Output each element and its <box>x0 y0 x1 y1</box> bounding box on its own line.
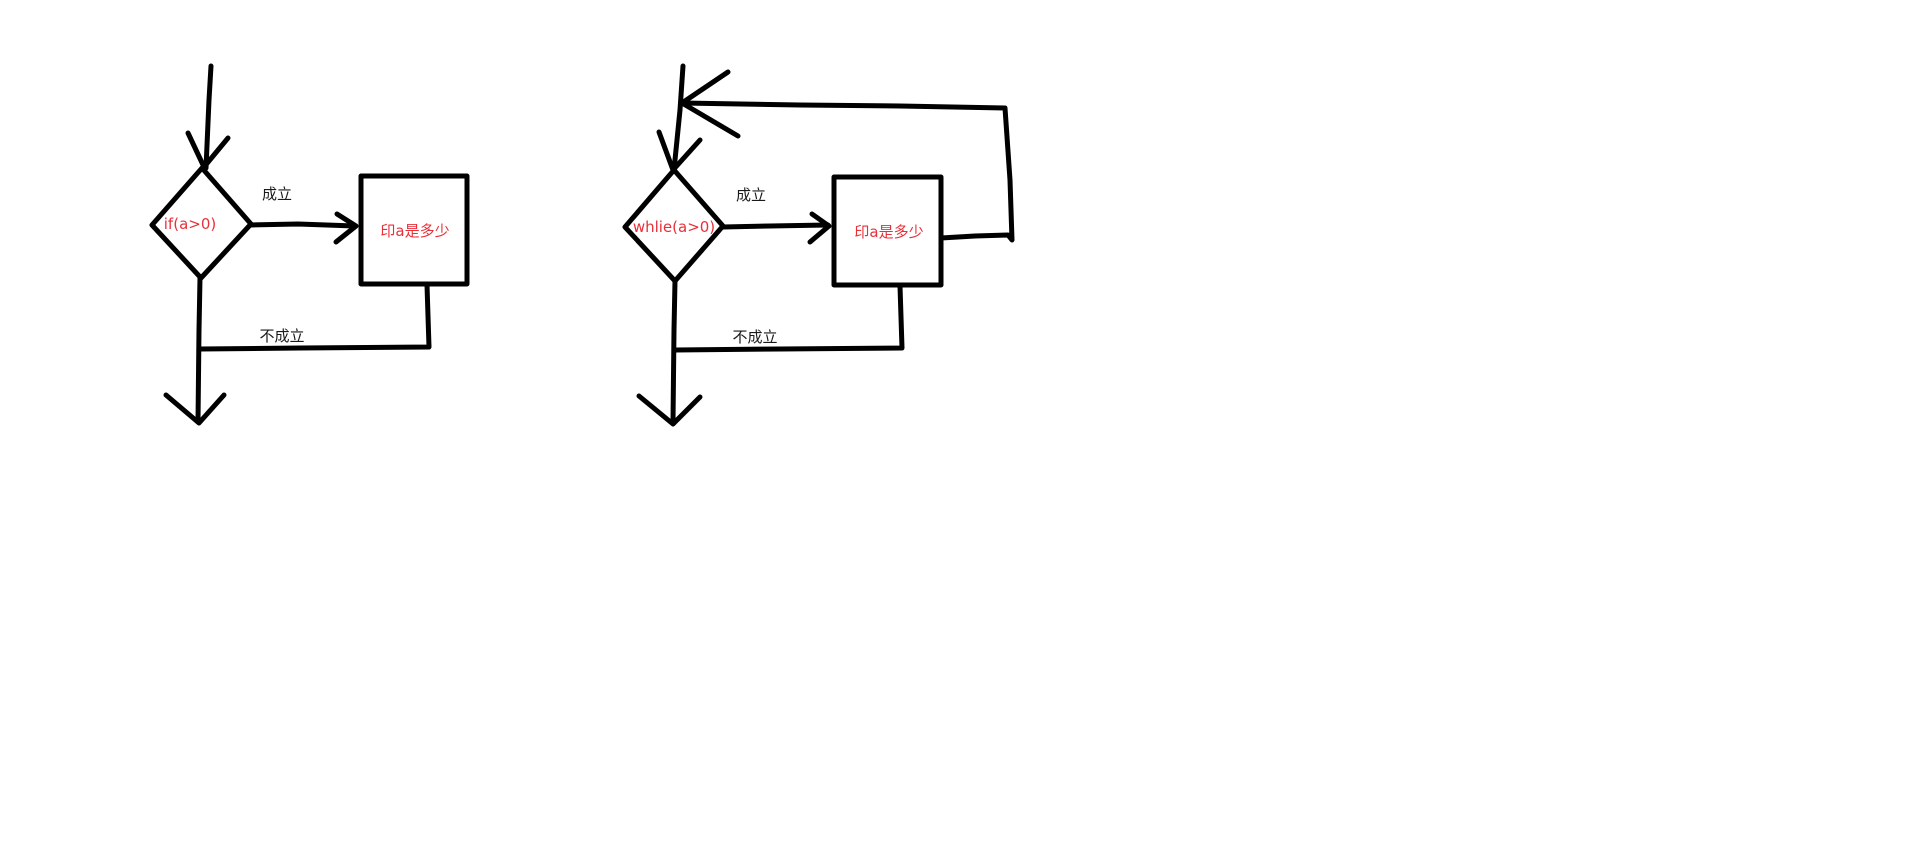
if-false-line <box>195 275 203 425</box>
if-return-line <box>197 282 432 352</box>
while-return-line <box>672 283 905 353</box>
if-true-arrowhead <box>333 211 359 245</box>
if-true-line <box>248 221 358 229</box>
if-true-label: 成立 <box>262 185 292 203</box>
while-true-arrowhead <box>807 211 832 245</box>
while-loop-line <box>679 100 1015 243</box>
if-exit-arrowhead <box>163 392 227 426</box>
if-entry-line <box>203 63 214 171</box>
if-flowchart: if(a>0) 成立 印a是多少 不成立 <box>149 63 470 426</box>
while-entry-line <box>671 63 686 173</box>
while-loop-arrowhead <box>679 69 741 139</box>
while-true-label: 成立 <box>736 186 766 204</box>
while-exit-arrowhead <box>636 393 703 427</box>
while-action-text: 印a是多少 <box>854 223 923 241</box>
if-action-box <box>358 173 470 287</box>
if-false-label: 不成立 <box>259 327 304 345</box>
while-true-line <box>720 222 831 230</box>
if-action-text: 印a是多少 <box>380 222 449 240</box>
while-condition-text: whlie(a>0) <box>633 218 715 236</box>
while-false-label: 不成立 <box>732 328 777 346</box>
if-condition-text: if(a>0) <box>164 215 216 233</box>
while-flowchart: whlie(a>0) 成立 印a是多少 不成立 <box>622 63 1015 427</box>
while-false-line <box>670 278 678 425</box>
while-action-box <box>831 174 944 288</box>
